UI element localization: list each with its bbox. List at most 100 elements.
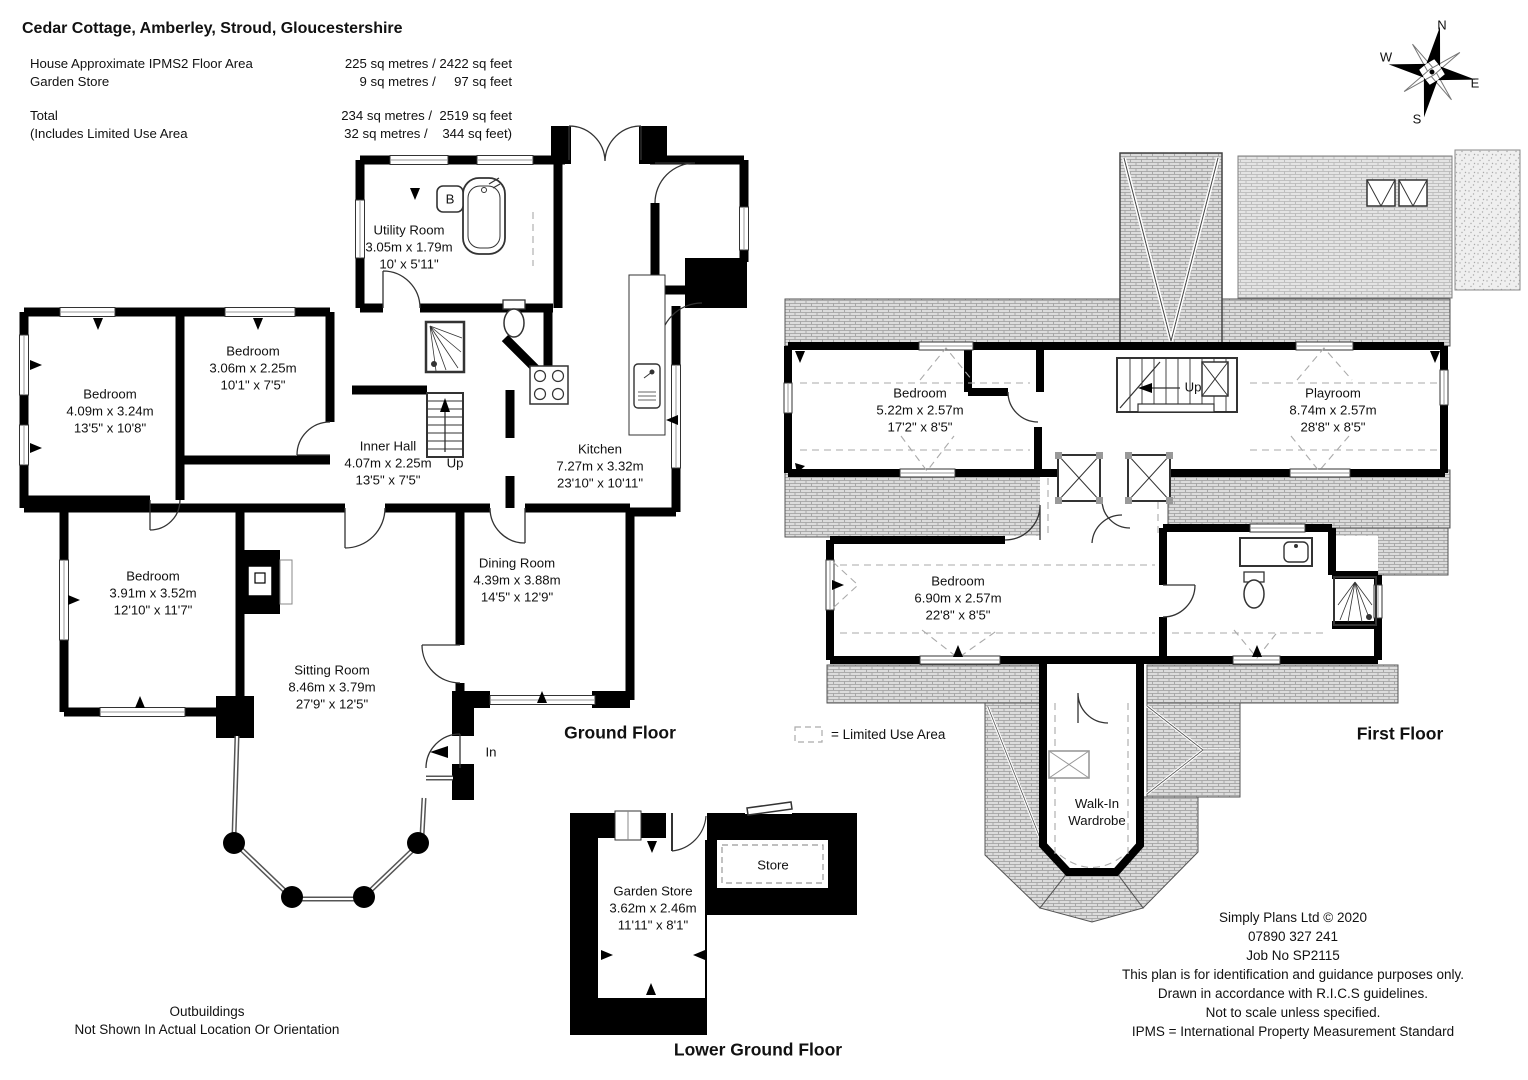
- compass-s: S: [1412, 111, 1422, 127]
- wardrobe-icon: [1048, 750, 1090, 779]
- room-metric: 3.62m x 2.46m: [609, 900, 697, 916]
- title-text: First Floor: [1356, 723, 1444, 744]
- compass-e: E: [1470, 75, 1480, 91]
- room-metric: 3.06m x 2.25m: [209, 360, 297, 376]
- outbuildings-note: Outbuildings Not Shown In Actual Locatio…: [75, 1003, 340, 1039]
- footer-line: Drawn in accordance with R.I.C.S guideli…: [1157, 986, 1429, 1001]
- room-name: Playroom: [1305, 385, 1361, 401]
- fireplace-icon: [240, 550, 293, 614]
- note-line: Outbuildings: [169, 1004, 245, 1019]
- arrow-marks: [30, 188, 1440, 758]
- legend-text: = Limited Use Area: [831, 727, 946, 742]
- room-label-inner-hall: Inner Hall 4.07m x 2.25m 13'5" x 7'5": [344, 437, 431, 488]
- room-name: Sitting Room: [294, 662, 370, 678]
- room-label-sitting: Sitting Room 8.46m x 3.79m 27'9" x 12'5": [288, 661, 375, 712]
- entrance-label: In: [486, 743, 497, 760]
- first-floor-title: First Floor: [1357, 723, 1444, 746]
- room-name: Bedroom: [931, 573, 985, 589]
- page-title: Cedar Cottage, Amberley, Stroud, Glouces…: [22, 20, 403, 37]
- doors-layer: [149, 125, 1196, 769]
- area-value: 9 sq metres / 97 sq feet: [359, 74, 512, 89]
- up-text: Up: [1184, 379, 1202, 395]
- boiler-icon: [436, 185, 464, 213]
- room-metric: 7.27m x 3.32m: [556, 458, 644, 474]
- bath-icon: [462, 177, 506, 255]
- room-name: Walk-In Wardrobe: [1068, 795, 1126, 828]
- room-imperial: 13'5" x 10'8": [73, 420, 147, 436]
- room-label-bedroom5: Bedroom 6.90m x 2.57m 22'8" x 8'5": [914, 572, 1001, 623]
- lower-ground-floor-title: Lower Ground Floor: [674, 1039, 842, 1062]
- room-label-garden-store: Garden Store 3.62m x 2.46m 11'11" x 8'1": [609, 882, 696, 933]
- room-metric: 4.07m x 2.25m: [344, 455, 432, 471]
- room-metric: 4.39m x 3.88m: [473, 572, 561, 588]
- room-imperial: 12'10" x 11'7": [113, 602, 193, 618]
- area-value: 225 sq metres / 2422 sq feet: [344, 56, 512, 71]
- area-table: House Approximate IPMS2 Floor Area 225 s…: [30, 55, 512, 143]
- vanity-sink-icon: [1239, 537, 1313, 567]
- stairs-ground-icon: [426, 392, 464, 458]
- in-text: In: [485, 744, 497, 760]
- compass-icon: [1388, 26, 1476, 118]
- rooflight-icon: [1366, 179, 1428, 208]
- toilet-ground-icon: [502, 299, 526, 338]
- room-label-bedroom4: Bedroom 5.22m x 2.57m 17'2" x 8'5": [876, 384, 963, 435]
- area-label: (Includes Limited Use Area: [30, 126, 188, 141]
- room-metric: 4.09m x 3.24m: [66, 403, 154, 419]
- roof-layer: [784, 149, 1521, 923]
- room-label-playroom: Playroom 8.74m x 2.57m 28'8" x 8'5": [1289, 384, 1376, 435]
- room-metric: 3.91m x 3.52m: [109, 585, 197, 601]
- room-name: Store: [757, 857, 789, 873]
- boiler-label: B: [446, 190, 455, 207]
- room-label-dining: Dining Room 4.39m x 3.88m 14'5" x 12'9": [473, 554, 560, 605]
- room-imperial: 17'2" x 8'5": [887, 419, 953, 435]
- chimney-icon: [1055, 452, 1173, 504]
- room-name: Bedroom: [126, 568, 180, 584]
- title-text: Ground Floor: [564, 722, 676, 743]
- room-label-walk-in: Walk-In Wardrobe: [1049, 795, 1145, 829]
- area-label: Total: [30, 108, 58, 123]
- room-name: Inner Hall: [359, 438, 417, 454]
- bay-window: [223, 735, 453, 908]
- lower-ground-floor: [570, 800, 857, 1035]
- limited-use-dashes: [532, 212, 1437, 868]
- up-label-first: Up: [1185, 378, 1202, 395]
- room-imperial: 10' x 5'11": [379, 256, 439, 272]
- room-label-kitchen: Kitchen 7.27m x 3.32m 23'10" x 10'11": [556, 440, 643, 491]
- room-metric: 6.90m x 2.57m: [914, 590, 1002, 606]
- footer-line: IPMS = International Property Measuremen…: [1131, 1024, 1455, 1039]
- room-name: Garden Store: [613, 883, 693, 899]
- room-imperial: 11'11" x 8'1": [617, 917, 689, 933]
- room-label-bedroom3: Bedroom 3.91m x 3.52m 12'10" x 11'7": [109, 567, 196, 618]
- room-label-utility: Utility Room 3.05m x 1.79m 10' x 5'11": [365, 221, 452, 272]
- room-name: Kitchen: [577, 441, 622, 457]
- room-name: Utility Room: [373, 222, 445, 238]
- room-name: Dining Room: [478, 555, 556, 571]
- room-metric: 3.05m x 1.79m: [365, 239, 453, 255]
- area-label: House Approximate IPMS2 Floor Area: [30, 56, 253, 71]
- ground-floor-title: Ground Floor: [564, 722, 676, 745]
- room-imperial: 22'8" x 8'5": [925, 607, 991, 623]
- room-metric: 8.74m x 2.57m: [1289, 402, 1377, 418]
- area-row: Total 234 sq metres / 2519 sq feet: [30, 107, 512, 125]
- limited-use-swatch: [794, 726, 823, 743]
- toilet-first-icon: [1243, 571, 1265, 609]
- shower-first-icon: [1333, 576, 1377, 626]
- room-imperial: 23'10" x 10'11": [556, 475, 644, 491]
- room-name: Bedroom: [83, 386, 137, 402]
- room-label-bedroom1: Bedroom 4.09m x 3.24m 13'5" x 10'8": [66, 385, 153, 436]
- area-row: (Includes Limited Use Area 32 sq metres …: [30, 125, 512, 143]
- stove-icon: [529, 365, 569, 405]
- room-imperial: 27'9" x 12'5": [295, 696, 369, 712]
- room-imperial: 13'5" x 7'5": [355, 472, 421, 488]
- title-text: Lower Ground Floor: [673, 1039, 843, 1060]
- stairs-first-icon: [1116, 357, 1238, 413]
- room-metric: 8.46m x 3.79m: [288, 679, 376, 695]
- footer-line: Job No SP2115: [1246, 948, 1340, 963]
- up-text: Up: [446, 455, 464, 471]
- area-value: 234 sq metres / 2519 sq feet: [341, 108, 512, 123]
- area-row: House Approximate IPMS2 Floor Area 225 s…: [30, 55, 512, 73]
- up-label-ground: Up: [447, 454, 464, 471]
- area-value: 32 sq metres / 344 sq feet): [344, 126, 512, 141]
